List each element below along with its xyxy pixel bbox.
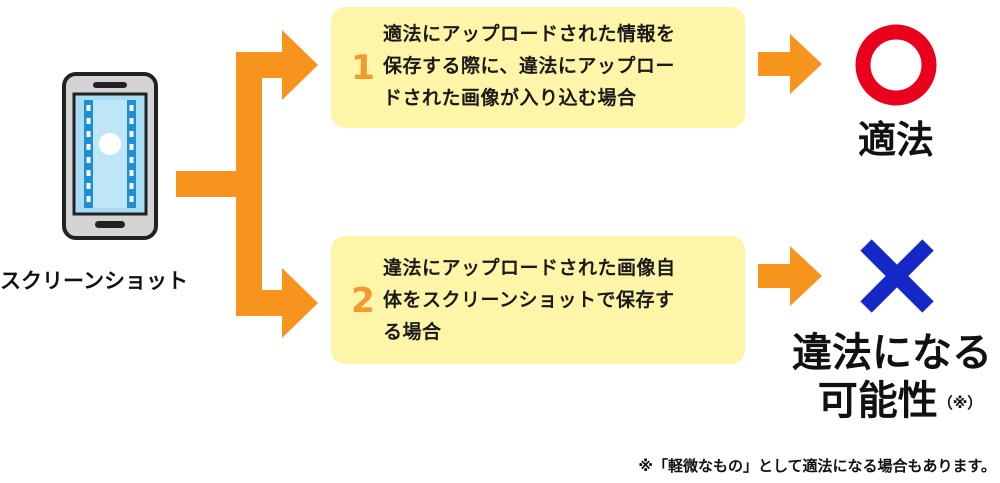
arrow-stem-horizontal xyxy=(176,171,242,197)
case-text-1-line-3: ドされた画像が入り込む場合 xyxy=(383,87,637,109)
verdict-legal: 適法 xyxy=(857,118,934,162)
case-text-2-line-1: 違法にアップロードされた画像自 xyxy=(383,257,676,279)
verdict-possibly-illegal-line-2: 可能性（※） xyxy=(800,378,1000,424)
arrow-bottom-shaft xyxy=(236,290,284,316)
case-text-1-line-1: 適法にアップロードされた情報を xyxy=(383,23,676,45)
smartphone-icon xyxy=(62,72,158,240)
case-text-1: 適法にアップロードされた情報を 保存する際に、違法にアップロー ドされた画像が入… xyxy=(383,18,743,114)
arrow-bottom-head xyxy=(282,268,318,338)
verdict-possibility-word: 可能性 xyxy=(817,378,938,424)
arrow-verdict-2-head xyxy=(790,246,822,306)
case-number-2: 2 xyxy=(351,281,375,321)
arrow-top-shaft xyxy=(236,52,284,78)
cross-icon xyxy=(860,239,934,313)
footnote: ※「軽微なもの」として適法になる場合もあります。 xyxy=(638,457,996,475)
screenshot-label: スクリーンショット xyxy=(0,269,188,293)
case-box-2: 2 違法にアップロードされた画像自 体をスクリーンショットで保存す る場合 xyxy=(331,236,745,364)
verdict-possibly-illegal-line-1: 違法になる xyxy=(792,330,992,376)
circle-icon xyxy=(855,24,937,106)
arrow-verdict-1-shaft xyxy=(758,52,792,76)
arrow-top-head xyxy=(282,30,318,100)
case-text-2-line-2: 体をスクリーンショットで保存す xyxy=(383,289,675,311)
case-text-1-line-2: 保存する際に、違法にアップロー xyxy=(383,55,675,77)
case-text-2: 違法にアップロードされた画像自 体をスクリーンショットで保存す る場合 xyxy=(383,252,743,348)
verdict-note-mark: （※） xyxy=(937,394,983,412)
bracket-vertical xyxy=(236,52,262,316)
case-text-2-line-3: る場合 xyxy=(383,321,442,343)
arrow-verdict-2-shaft xyxy=(758,264,792,288)
case-number-1: 1 xyxy=(351,48,375,88)
case-box-1: 1 適法にアップロードされた情報を 保存する際に、違法にアップロー ドされた画像… xyxy=(331,7,745,128)
arrow-verdict-1-head xyxy=(790,34,822,94)
